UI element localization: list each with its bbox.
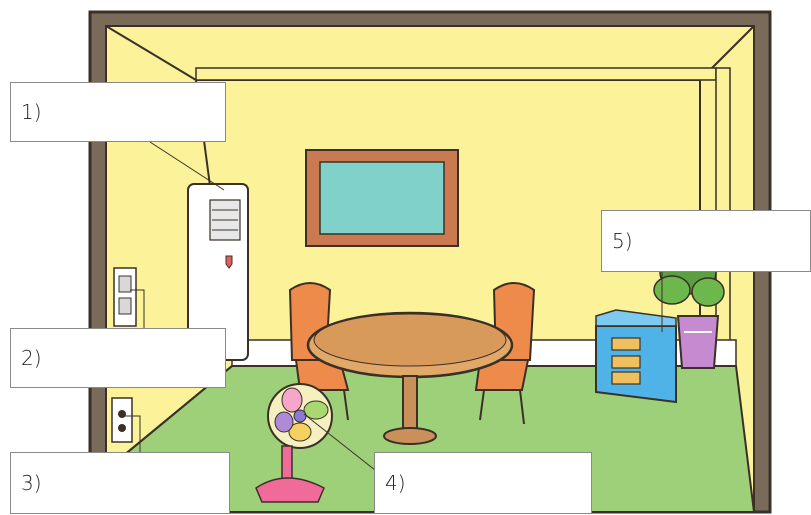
label-number-5: 5)	[612, 229, 633, 253]
painting-icon	[306, 150, 458, 246]
label-number-3: 3)	[21, 471, 42, 495]
label-box-2[interactable]: 2)	[10, 328, 226, 388]
label-box-3[interactable]: 3)	[10, 452, 230, 514]
label-number-2: 2)	[21, 346, 42, 370]
label-box-1[interactable]: 1)	[10, 82, 226, 142]
label-box-5[interactable]: 5)	[601, 210, 811, 272]
cabinet-icon	[596, 310, 676, 402]
power-outlet-icon	[112, 398, 132, 442]
light-switch-icon	[114, 268, 136, 326]
label-number-1: 1)	[21, 100, 42, 124]
label-box-4[interactable]: 4)	[374, 452, 592, 514]
label-number-4: 4)	[385, 471, 406, 495]
